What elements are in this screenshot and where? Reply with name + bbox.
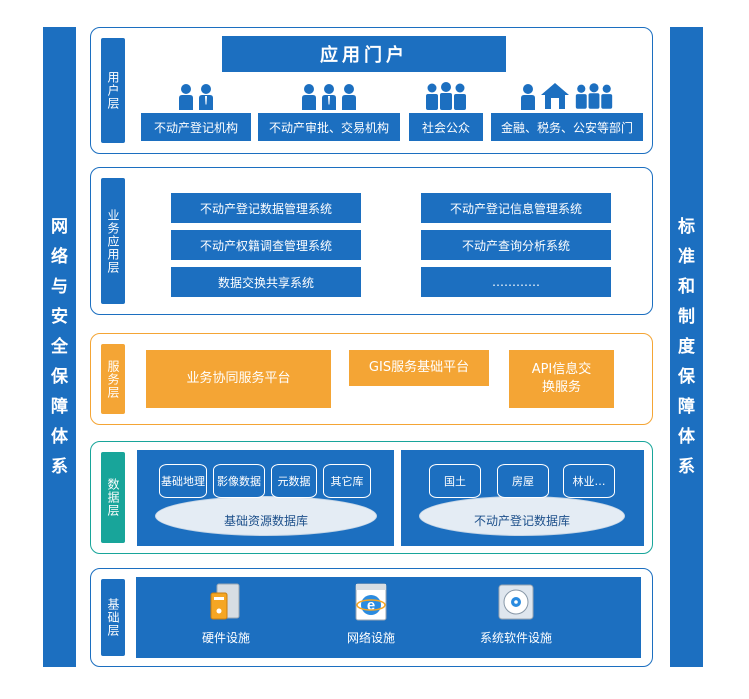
- database-name: 不动产登记数据库: [473, 514, 570, 528]
- left-bar-char: 网: [51, 217, 68, 237]
- network-item[interactable]: e 网络设施: [311, 581, 431, 646]
- user-group-label: 不动产审批、交易机构: [258, 113, 400, 141]
- user-group-registration[interactable]: 不动产登记机构: [141, 78, 251, 142]
- service-box[interactable]: API信息交换服务: [509, 350, 614, 408]
- database-cylinder[interactable]: 其它库: [323, 464, 371, 498]
- base-item-label: 系统软件设施: [479, 631, 552, 645]
- user-group-label: 金融、税务、公安等部门: [491, 113, 643, 141]
- database-platter: 基础资源数据库: [155, 496, 377, 536]
- left-bar-char: 障: [51, 397, 68, 417]
- database-name: 基础资源数据库: [223, 514, 308, 528]
- database-cylinder[interactable]: 林业…: [563, 464, 615, 498]
- layer-tag-service: 服务层: [101, 344, 125, 414]
- right-bar-standards: 标 准 和 制 度 保 障 体 系: [670, 27, 703, 667]
- user-group-approval[interactable]: 不动产审批、交易机构: [258, 78, 400, 142]
- user-group-label: 社会公众: [409, 113, 483, 141]
- network-icon: e: [355, 583, 387, 621]
- left-bar-char: 全: [51, 337, 68, 357]
- right-bar-char: 制: [678, 307, 695, 327]
- layer-tag-data: 数据层: [101, 452, 125, 543]
- right-bar-char: 和: [678, 277, 695, 297]
- departments-icon: [491, 78, 643, 110]
- real-estate-db-panel: 不动产登记数据库 国土 房屋 林业…: [401, 450, 644, 546]
- right-bar-char: 度: [678, 337, 695, 357]
- business-application-layer: 业务应用层 不动产登记数据管理系统 不动产登记信息管理系统 不动产权籍调查管理系…: [90, 167, 653, 315]
- service-box[interactable]: GIS服务基础平台: [349, 350, 489, 386]
- base-layer: 基础层 硬件设施 e 网络设施: [90, 568, 653, 667]
- left-bar-char: 系: [51, 457, 68, 477]
- people-icon: [258, 78, 400, 110]
- layer-tag-user: 用户层: [101, 38, 125, 143]
- user-group-public[interactable]: 社会公众: [409, 78, 483, 142]
- basic-resource-db-panel: 基础资源数据库 基础地理 影像数据 元数据 其它库: [137, 450, 394, 546]
- layer-tag-base: 基础层: [101, 579, 125, 656]
- software-item[interactable]: 系统软件设施: [456, 581, 576, 646]
- svg-text:e: e: [367, 597, 375, 614]
- software-icon: [498, 584, 534, 620]
- base-item-label: 网络设施: [346, 631, 395, 645]
- right-bar-char: 系: [678, 457, 695, 477]
- service-box[interactable]: 业务协同服务平台: [146, 350, 331, 408]
- right-bar-char: 准: [678, 247, 695, 267]
- right-bar-char: 体: [678, 427, 695, 447]
- system-box[interactable]: 不动产权籍调查管理系统: [171, 230, 361, 260]
- people-icon: [141, 78, 251, 110]
- application-portal[interactable]: 应用门户: [222, 36, 506, 72]
- left-bar-network-security: 网 络 与 安 全 保 障 体 系: [43, 27, 76, 667]
- left-bar-char: 体: [51, 427, 68, 447]
- left-bar-char: 保: [51, 367, 68, 387]
- system-box[interactable]: 数据交换共享系统: [171, 267, 361, 297]
- right-bar-char: 障: [678, 397, 695, 417]
- infrastructure-panel: 硬件设施 e 网络设施 系统软件设施: [136, 577, 641, 658]
- right-bar-char: 保: [678, 367, 695, 387]
- service-layer: 服务层 业务协同服务平台 GIS服务基础平台 API信息交换服务: [90, 333, 653, 425]
- user-group-label: 不动产登记机构: [141, 113, 251, 141]
- user-group-departments[interactable]: 金融、税务、公安等部门: [491, 78, 643, 142]
- hardware-icon: [210, 583, 240, 620]
- system-box[interactable]: 不动产查询分析系统: [421, 230, 611, 260]
- database-cylinder[interactable]: 基础地理: [159, 464, 207, 498]
- system-box[interactable]: 不动产登记信息管理系统: [421, 193, 611, 223]
- database-platter: 不动产登记数据库: [419, 496, 625, 536]
- data-layer: 数据层 基础资源数据库 基础地理 影像数据 元数据 其它库 不动产登记数据库 国…: [90, 441, 653, 554]
- base-item-label: 硬件设施: [201, 631, 250, 645]
- layer-tag-business: 业务应用层: [101, 178, 125, 304]
- system-box[interactable]: 不动产登记数据管理系统: [171, 193, 361, 223]
- left-bar-char: 安: [51, 307, 68, 327]
- hardware-item[interactable]: 硬件设施: [166, 581, 286, 646]
- system-box-more[interactable]: …………: [421, 267, 611, 297]
- left-bar-char: 络: [51, 247, 68, 267]
- database-cylinder[interactable]: 房屋: [497, 464, 549, 498]
- database-cylinder[interactable]: 国土: [429, 464, 481, 498]
- right-bar-char: 标: [678, 217, 695, 237]
- left-bar-char: 与: [51, 277, 68, 297]
- crowd-icon: [409, 78, 483, 110]
- house-icon: [541, 83, 569, 109]
- database-cylinder[interactable]: 影像数据: [213, 464, 265, 498]
- user-layer: 用户层 应用门户 不动产登记机构 不动产审批、交易机构 社会公众: [90, 27, 653, 154]
- database-cylinder[interactable]: 元数据: [271, 464, 317, 498]
